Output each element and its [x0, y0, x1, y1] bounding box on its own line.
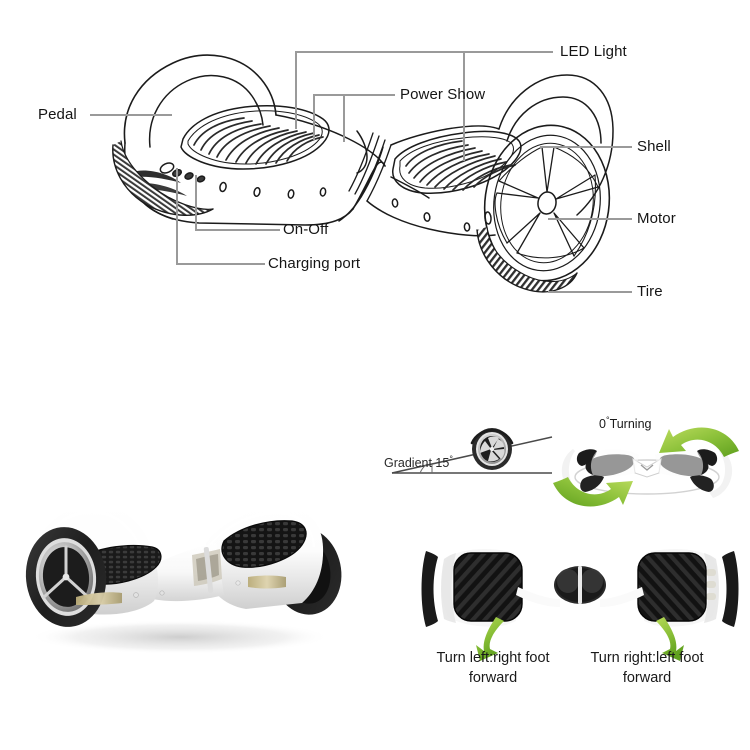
- leader-line-led-light: [295, 51, 553, 53]
- leader-line-on-off: [195, 229, 280, 231]
- callout-label-pedal: Pedal: [38, 106, 77, 123]
- zero-turning-suffix: Turning: [609, 417, 652, 432]
- leader-line-tire: [548, 291, 632, 293]
- callout-label-power-show: Power Show: [400, 86, 486, 103]
- zero-turning-label: 0°Turning: [599, 415, 651, 431]
- hoverboard-product-photo: [25, 504, 342, 654]
- callout-label-charging-port: Charging port: [268, 255, 361, 272]
- zero-turning-drawing: [553, 427, 739, 507]
- parts-diagram-section: Pedal LED Light Power Show Shell Motor T…: [0, 0, 750, 330]
- callout-label-tire: Tire: [637, 283, 663, 300]
- callout-label-shell: Shell: [637, 138, 671, 155]
- gradient-ramp-drawing: [391, 428, 553, 474]
- leader-line-power-show-left-drop: [313, 94, 315, 140]
- leader-line-power-show-right-drop: [343, 94, 345, 142]
- gradient-demo: Gradient 15°: [380, 415, 560, 495]
- leader-line-motor: [548, 218, 632, 220]
- zero-turning-degrees: 0: [599, 417, 606, 432]
- leader-line-led-light-left-drop: [295, 51, 297, 129]
- leader-line-led-light-right-drop: [463, 51, 465, 161]
- leader-line-charging-port-riser: [176, 168, 178, 264]
- callout-label-on-off: On-Off: [283, 221, 329, 238]
- steering-top-view-drawing: [421, 549, 739, 661]
- gradient-degree-symbol: °: [449, 454, 453, 464]
- callout-label-motor: Motor: [637, 210, 676, 227]
- leader-line-shell: [540, 146, 632, 148]
- steering-caption-turn-left: Turn left:right foot forward: [436, 650, 550, 686]
- leader-line-pedal: [90, 114, 172, 116]
- leader-line-charging-port: [176, 263, 265, 265]
- leader-line-power-show: [313, 94, 395, 96]
- zero-turning-degree-symbol: °: [605, 415, 610, 425]
- gradient-label: Gradient 15°: [384, 454, 453, 470]
- zero-turning-demo: 0°Turning: [553, 415, 750, 525]
- leader-line-on-off-riser: [195, 175, 197, 230]
- gradient-label-text: Gradient 15: [384, 456, 450, 471]
- callout-label-led-light: LED Light: [560, 43, 627, 60]
- steering-caption-turn-right: Turn right:left foot forward: [590, 650, 704, 686]
